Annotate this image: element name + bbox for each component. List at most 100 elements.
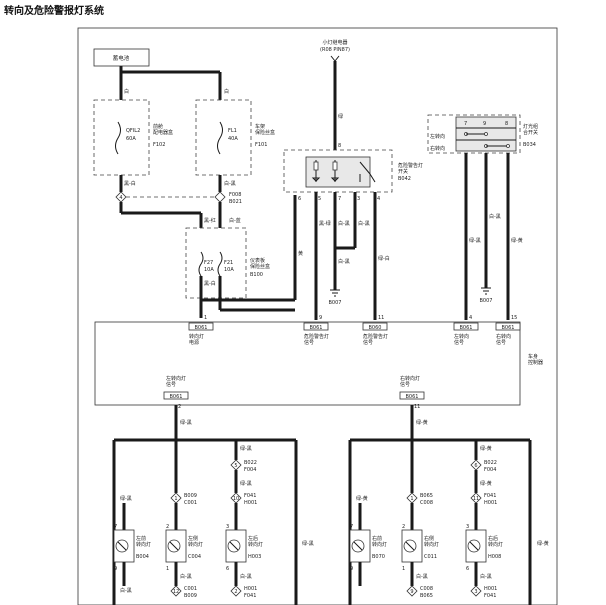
turn-switch-name: 灯光组合开关 [523,123,538,136]
wire-label: 白-蓝 [229,217,241,224]
connector-pin: 9 [319,315,322,321]
lamp-name: 右侧转向灯 [424,535,439,548]
led-icon [330,177,340,182]
page-title: 转向及危险警报灯系统 [4,6,104,17]
wire-label: 白-黑 [240,573,252,580]
svg-text:7: 7 [464,121,467,127]
fuse-amp: 10A [204,267,214,273]
svg-text:9: 9 [483,121,486,127]
wire-label: 绿 [338,113,343,120]
wire-label: 绿-黑 [120,495,132,502]
fuse-icon [217,251,223,277]
connector-code: H001 [244,500,257,506]
fuse-code: F101 [255,142,267,148]
svg-text:8: 8 [505,121,508,127]
svg-text:5: 5 [234,463,237,469]
wire-label: 绿-黄 [511,237,523,244]
fuse-code: F102 [153,142,165,148]
switch-row: 左转向 [430,133,445,140]
wire-label: 绿-黄 [537,540,549,547]
connector-code: B009 [184,593,197,599]
bcm-input-label: 右转向信号 [496,333,511,346]
fuse-amp: 10A [224,267,234,273]
lamp-pin: 3 [226,524,229,530]
connector-code: B061 [170,394,183,400]
hazard-switch-box [283,149,393,193]
fuse-desc: 仪表板保险丝盒 [250,257,270,270]
fuse-icon [198,251,204,277]
connector-pin: 11 [414,404,420,410]
bcm-input-label: 危险警告灯信号 [304,333,329,346]
lamp-pin: 1 [402,566,405,572]
svg-text:1: 1 [410,496,413,502]
connector-code: F041 [244,593,256,599]
connector-code: F041 [484,493,496,499]
fuse-amp: 40A [228,136,238,142]
connector-code: F008 [229,192,241,198]
svg-text:10: 10 [233,496,239,502]
wire-label: 白 [124,88,129,95]
svg-text:11: 11 [473,496,479,502]
wire-label: 白-黑 [489,213,501,220]
connector-diamond [230,585,242,597]
wire-label: 白-黑 [180,573,192,580]
connector-code: H001 [244,586,257,592]
svg-text:6: 6 [298,196,301,202]
fuse-name: QFIL2 [126,128,140,134]
wire-label: 绿-黑 [180,419,192,426]
wire-label: 黑-白 [124,180,136,187]
lamp-code: B004 [136,554,149,560]
bcm-inputs: 1B061转向灯电源9B061危险警告灯信号11B060危险警告灯信号4B061… [188,315,521,346]
wire-label: 白 [224,88,229,95]
connector-pin: 4 [469,315,472,321]
hazard-switch-name: 危险警告灯开关 [398,162,423,175]
lamp-pin: 9 [350,566,353,572]
wire-label: 白-黑 [338,220,350,227]
bcm-left-out-label: 左转向灯信号 [166,375,186,388]
connector-code: B022 [244,460,257,466]
lamp-name: 右前转向灯 [372,535,387,548]
lamp-pin: 3 [466,524,469,530]
svg-text:8: 8 [338,143,341,149]
lamp-name: 左前转向灯 [136,535,151,548]
wire-label: 黑-红 [204,217,216,224]
connector-code: C008 [420,500,433,506]
lamp-pin: 6 [466,566,469,572]
wire-label: 白-黑 [224,180,236,187]
bcm-input-label: 左转向信号 [454,333,469,346]
bcm-name: 车身控制器 [528,353,543,366]
switch-icon [359,161,371,175]
connector-code: C008 [420,586,433,592]
svg-text:9: 9 [410,589,413,595]
connector-box [303,322,329,331]
connector-code: F004 [244,467,256,473]
connector-diamond [406,585,418,597]
wire-label: 绿-黑 [240,480,252,487]
frame-fuse-box [195,99,252,176]
wire-label: 白-黑 [120,587,132,594]
lamp-pin: 7 [114,524,117,530]
relay-label: 小灯继电器 [322,39,347,46]
lamp-code: H003 [248,554,261,560]
connector-code: B065 [420,493,433,499]
turn-switch-code: B034 [523,142,536,148]
fuse-icon [115,121,121,155]
connector-code: B061 [406,394,419,400]
relay-pin: (R08 PIN87) [320,47,350,53]
wire-label: 绿-黄 [416,419,428,426]
svg-text:3: 3 [474,589,477,595]
connector-code: B009 [184,493,197,499]
connector-code: F041 [484,593,496,599]
hazard-switch-code: B042 [398,176,411,182]
ip-fuse-box [185,227,247,299]
connector-code: B022 [484,460,497,466]
svg-text:2: 2 [234,589,237,595]
connector-code: C001 [184,586,197,592]
connector-box [362,322,388,331]
svg-text:12: 12 [173,589,179,595]
wire-label: 黑-白 [204,280,216,287]
lamp-code: C004 [188,554,201,560]
connector-code: B021 [229,199,242,205]
